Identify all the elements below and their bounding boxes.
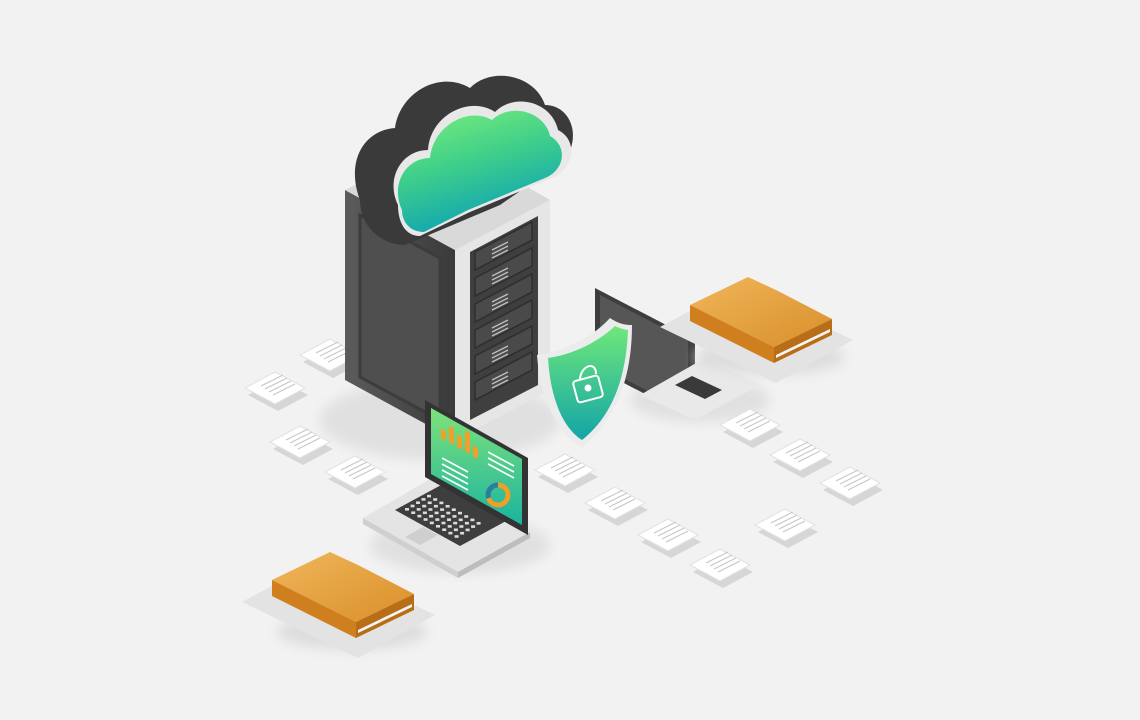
- document-icon: [268, 425, 333, 465]
- cloud-icon: [354, 75, 573, 245]
- folder-icon: [242, 552, 435, 658]
- document-icon: [243, 371, 308, 411]
- shield-lock-icon: [537, 318, 632, 448]
- dashboard-text-line: [441, 475, 469, 491]
- rack-unit: [474, 246, 533, 298]
- rack-unit: [474, 350, 533, 402]
- rack-unit: [474, 324, 533, 376]
- document-icon: [753, 508, 818, 548]
- rack-unit: [474, 220, 533, 272]
- dashboard-text-line: [487, 463, 515, 479]
- dashboard-bar: [473, 445, 478, 459]
- dashboard-text-line: [487, 457, 515, 473]
- document-icon: [636, 518, 701, 558]
- document-icon: [688, 548, 753, 588]
- folder-icon: [660, 277, 853, 383]
- dashboard-text-line: [441, 469, 469, 485]
- dashboard-bar: [441, 428, 446, 441]
- padlock-icon: [572, 365, 604, 404]
- document-icon: [768, 438, 833, 478]
- dashboard-text-line: [441, 457, 469, 473]
- rack-units: [474, 220, 533, 402]
- dashboard-bar: [457, 433, 462, 450]
- document-icon: [533, 453, 598, 493]
- keyboard: [405, 494, 481, 538]
- server-rack-icon: [345, 140, 550, 440]
- rack-unit: [474, 272, 533, 324]
- folder-group: [242, 277, 853, 658]
- dashboard-screen: [441, 425, 515, 508]
- dashboard-text-line: [441, 463, 469, 479]
- dashboard-text-line: [487, 451, 515, 467]
- document-icon: [583, 486, 648, 526]
- document-icon: [818, 466, 883, 506]
- dashboard-bar: [465, 430, 470, 454]
- laptop-dashboard-icon: [363, 400, 530, 578]
- rack-unit: [474, 298, 533, 350]
- document-icon: [323, 455, 388, 495]
- document-icon: [718, 408, 783, 448]
- document-group: [243, 338, 883, 588]
- donut-value: [486, 482, 511, 508]
- dashboard-bar: [449, 425, 454, 445]
